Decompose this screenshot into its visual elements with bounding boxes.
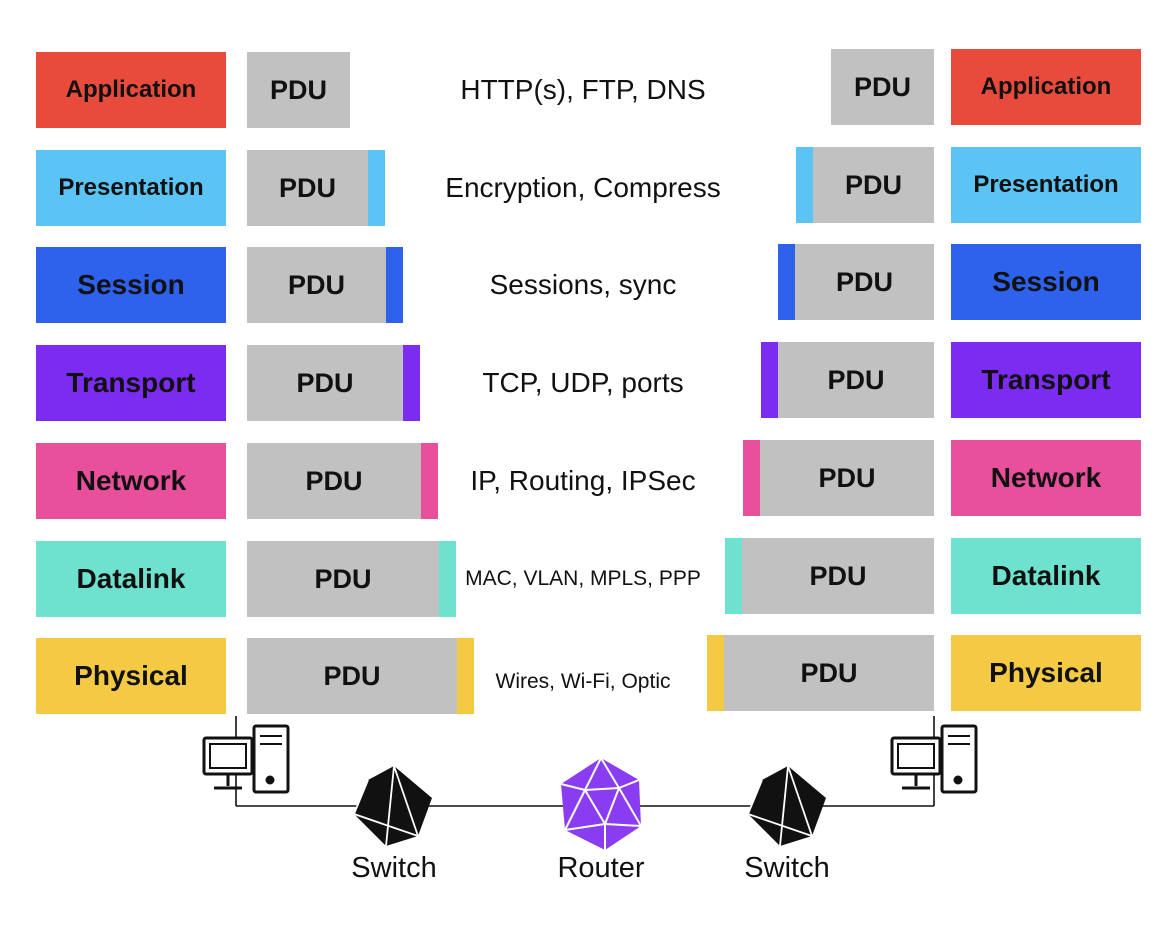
pdu-right-physical: PDU bbox=[724, 635, 934, 711]
header-left-presentation bbox=[368, 150, 385, 226]
layer-right-application: Application bbox=[951, 49, 1141, 125]
layer-right-physical: Physical bbox=[951, 635, 1141, 711]
pdu-left-physical: PDU bbox=[247, 638, 457, 714]
header-left-physical bbox=[457, 638, 474, 714]
pdu-left-transport: PDU bbox=[247, 345, 403, 421]
layer-left-datalink: Datalink bbox=[36, 541, 226, 617]
router-icon bbox=[560, 757, 642, 850]
left-switch-label: Switch bbox=[351, 852, 437, 884]
pdu-left-session: PDU bbox=[247, 247, 386, 323]
pdu-left-application: PDU bbox=[247, 52, 350, 128]
protocols-physical: Wires, Wi-Fi, Optic bbox=[495, 670, 671, 693]
switch-icon-left bbox=[353, 765, 432, 847]
pdu-right-session: PDU bbox=[795, 244, 934, 320]
pdu-right-network: PDU bbox=[760, 440, 934, 516]
protocols-datalink: MAC, VLAN, MPLS, PPP bbox=[465, 567, 701, 590]
layer-left-application: Application bbox=[36, 52, 226, 128]
header-left-session bbox=[386, 247, 403, 323]
header-right-transport bbox=[761, 342, 778, 418]
pdu-right-application: PDU bbox=[831, 49, 934, 125]
pdu-right-transport: PDU bbox=[778, 342, 934, 418]
layer-left-physical: Physical bbox=[36, 638, 226, 714]
header-right-physical bbox=[707, 635, 724, 711]
layer-right-presentation: Presentation bbox=[951, 147, 1141, 223]
protocols-application: HTTP(s), FTP, DNS bbox=[460, 74, 706, 105]
layer-left-session: Session bbox=[36, 247, 226, 323]
header-left-datalink bbox=[439, 541, 456, 617]
layer-right-network: Network bbox=[951, 440, 1141, 516]
pdu-left-network: PDU bbox=[247, 443, 421, 519]
header-right-network bbox=[743, 440, 760, 516]
protocols-network: IP, Routing, IPSec bbox=[470, 465, 696, 496]
layer-right-session: Session bbox=[951, 244, 1141, 320]
header-left-network bbox=[421, 443, 438, 519]
layer-left-transport: Transport bbox=[36, 345, 226, 421]
protocols-session: Sessions, sync bbox=[489, 269, 677, 300]
computer-icon-left bbox=[202, 724, 290, 794]
right-switch-label: Switch bbox=[744, 852, 830, 884]
pdu-left-presentation: PDU bbox=[247, 150, 368, 226]
header-right-presentation bbox=[796, 147, 813, 223]
header-right-session bbox=[778, 244, 795, 320]
pdu-left-datalink: PDU bbox=[247, 541, 439, 617]
computer-icon-right bbox=[890, 724, 978, 794]
protocols-transport: TCP, UDP, ports bbox=[482, 367, 684, 398]
layer-left-network: Network bbox=[36, 443, 226, 519]
header-right-datalink bbox=[725, 538, 742, 614]
layer-right-transport: Transport bbox=[951, 342, 1141, 418]
layer-right-datalink: Datalink bbox=[951, 538, 1141, 614]
pdu-right-presentation: PDU bbox=[813, 147, 934, 223]
router-label: Router bbox=[557, 852, 645, 884]
switch-icon-right bbox=[747, 765, 826, 847]
layer-left-presentation: Presentation bbox=[36, 150, 226, 226]
header-left-transport bbox=[403, 345, 420, 421]
pdu-right-datalink: PDU bbox=[742, 538, 934, 614]
protocols-presentation: Encryption, Compress bbox=[445, 172, 721, 203]
